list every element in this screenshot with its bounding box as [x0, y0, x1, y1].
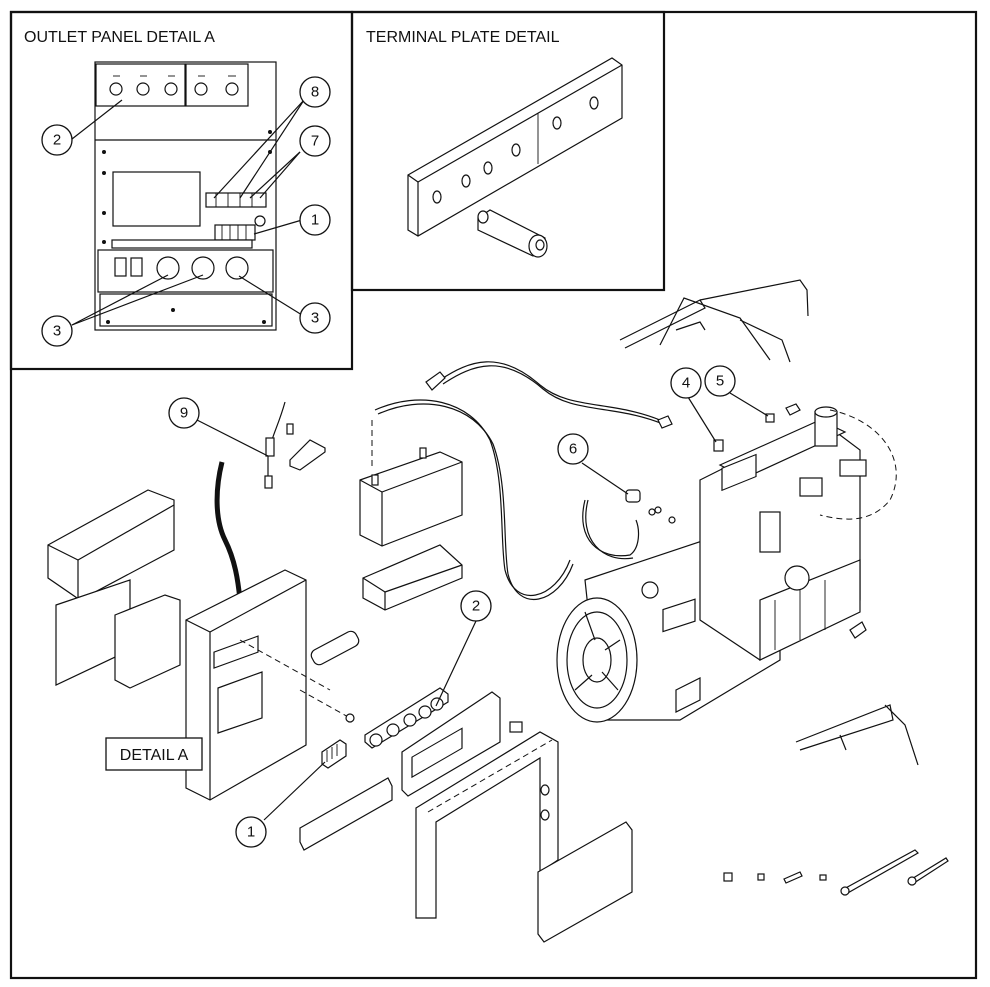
callout-1-main-text: 1 — [247, 824, 255, 841]
detail-a-label-box: DETAIL A — [105, 737, 203, 771]
hardware-4-5-6 — [625, 403, 867, 639]
housing-side-panel — [55, 579, 181, 689]
housing-cover-top — [47, 489, 175, 601]
callout-3-right: 3 — [299, 302, 331, 334]
terminal-plate-detail-box: TERMINAL PLATE DETAIL — [350, 10, 666, 292]
ground-cable — [374, 399, 571, 597]
callout-1-detail: 1 — [299, 204, 331, 236]
lower-frame-bracket — [415, 721, 559, 919]
support-frame-bracket — [619, 279, 809, 363]
callout-9-text: 9 — [180, 405, 188, 422]
callout-3-left: 3 — [41, 315, 73, 347]
callout-4: 4 — [670, 367, 702, 399]
callout-1-detail-text: 1 — [311, 212, 319, 229]
callout-7-text: 7 — [311, 133, 319, 150]
outlet-panel-detail-box: OUTLET PANEL DETAIL A — [9, 10, 354, 371]
callout-1-main: 1 — [235, 816, 267, 848]
outlet-panel-housing — [185, 569, 351, 801]
battery-tray — [362, 544, 463, 611]
battery-cable — [439, 361, 661, 421]
callout-2-main-text: 2 — [472, 598, 480, 615]
gasket — [310, 630, 360, 666]
terminal-block — [321, 739, 347, 769]
terminal-plate-detail-title: TERMINAL PLATE DETAIL — [366, 29, 560, 46]
wiring-harness — [214, 461, 243, 601]
callout-5: 5 — [704, 365, 736, 397]
callout-2-detail-text: 2 — [53, 132, 61, 149]
callout-5-text: 5 — [716, 373, 724, 390]
callout-3-right-text: 3 — [311, 310, 319, 327]
starter-cable — [582, 499, 640, 557]
fastener-set — [723, 849, 949, 896]
part-9-sensor — [264, 401, 326, 489]
callout-3-left-text: 3 — [53, 323, 61, 340]
callout-6-text: 6 — [569, 441, 577, 458]
washer — [345, 713, 355, 723]
outlet-plate — [364, 687, 501, 797]
callout-7: 7 — [299, 125, 331, 157]
callout-6: 6 — [557, 433, 589, 465]
blank-strip-plate — [299, 777, 393, 851]
battery — [359, 447, 463, 547]
bottom-right-bracket — [795, 704, 894, 751]
callout-2-main: 2 — [460, 590, 492, 622]
lower-cover-plate — [537, 821, 633, 943]
outlet-panel-detail-title: OUTLET PANEL DETAIL A — [24, 29, 215, 46]
callout-9: 9 — [168, 397, 200, 429]
engine — [699, 406, 897, 661]
callout-2-detail: 2 — [41, 124, 73, 156]
callout-4-text: 4 — [682, 375, 690, 392]
detail-a-label: DETAIL A — [120, 747, 189, 764]
callout-8: 8 — [299, 76, 331, 108]
callout-8-text: 8 — [311, 84, 319, 101]
